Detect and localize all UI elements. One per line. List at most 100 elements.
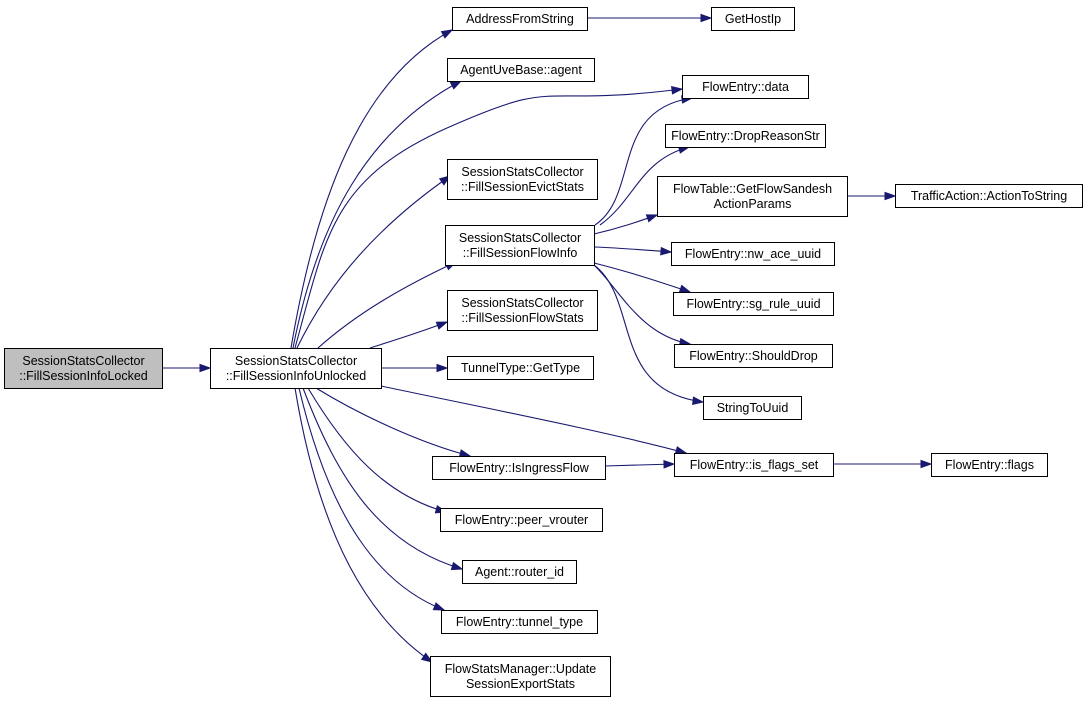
call-edge [369,321,449,349]
function-node-box [682,75,809,99]
call-edge [290,29,454,349]
function-node-box [673,292,834,316]
call-edge-arrowhead [458,449,472,458]
call-edge-arrowhead [692,396,705,405]
function-node-label: FlowEntry::data [702,80,789,94]
function-node[interactable]: FlowEntry::DropReasonStr [665,124,826,148]
function-node-label: FlowStatsManager::Update [445,662,597,676]
function-node[interactable]: FlowEntry::nw_ace_uuid [671,242,835,266]
function-node-label: ::FillSessionInfoUnlocked [226,369,366,383]
function-node[interactable]: SessionStatsCollector::FillSessionInfoUn… [210,348,382,389]
call-edge-line [294,88,683,349]
call-edge [298,387,446,611]
function-node-box [674,344,833,368]
call-edge-line [315,387,471,457]
function-node-label: FlowEntry::nw_ace_uuid [685,247,821,261]
call-edge-line [604,463,675,467]
function-node[interactable]: AgentUveBase::agent [447,58,595,82]
call-edge-arrowhead [671,86,684,95]
function-node: SessionStatsCollector::FillSessionInfoLo… [4,348,163,389]
function-node[interactable]: SessionStatsCollector::FillSessionFlowSt… [447,290,598,331]
function-node[interactable]: SessionStatsCollector::FillSessionEvictS… [447,159,598,200]
function-node[interactable]: FlowEntry::ShouldDrop [674,344,833,368]
function-node[interactable]: FlowEntry::IsIngressFlow [432,456,606,480]
function-node-box [210,348,382,389]
function-node[interactable]: AddressFromString [452,7,588,31]
function-node[interactable]: FlowEntry::is_flags_set [674,453,834,477]
function-node-label: SessionStatsCollector [459,231,581,245]
call-edge-line [302,387,463,570]
function-node-label: SessionExportStats [466,677,575,691]
function-node[interactable]: FlowEntry::peer_vrouter [440,508,603,532]
nodes-layer: SessionStatsCollector::FillSessionInfoLo… [4,7,1083,697]
call-edge-arrowhead [435,321,449,330]
function-node-label: FlowEntry::DropReasonStr [671,129,820,143]
call-edge-line [593,264,691,345]
function-node[interactable]: FlowEntry::tunnel_type [441,610,598,634]
call-edge-arrowhead [440,29,454,39]
function-node-label: FlowEntry::tunnel_type [456,615,583,629]
root-node-box [4,348,163,389]
function-node-box [447,58,595,82]
call-edge [302,387,464,571]
function-node-label: SessionStatsCollector [461,296,583,310]
function-node-box [430,656,611,697]
function-node[interactable]: TrafficAction::ActionToString [895,184,1083,208]
function-node-label: FlowEntry::IsIngressFlow [449,461,590,475]
call-edge-line [296,175,451,349]
call-edge [315,387,472,458]
function-node-label: AgentUveBase::agent [460,63,582,77]
call-edge [593,214,659,235]
function-node-box [665,124,826,148]
function-node[interactable]: FlowEntry::sg_rule_uuid [673,292,834,316]
call-edge-arrowhead [660,246,673,256]
call-edge-arrowhead [678,284,692,293]
function-node-label: SessionStatsCollector [22,354,144,368]
function-node-label: FlowEntry::flags [945,458,1034,472]
call-edge [307,387,448,514]
call-edge [294,86,684,349]
edges-layer [162,13,933,663]
call-edge-line [599,146,690,226]
function-node-label: StringToUuid [717,401,789,415]
function-node[interactable]: Agent::router_id [462,560,577,584]
function-node[interactable]: FlowEntry::data [682,75,809,99]
call-edge-line [317,261,457,349]
function-node[interactable]: FlowStatsManager::UpdateSessionExportSta… [430,656,611,697]
function-node-box [711,7,795,31]
call-edge [162,363,212,373]
function-node-label: AddressFromString [466,12,574,26]
call-edge-arrowhead [420,652,434,663]
function-node-label: TunnelType::GetType [461,361,580,375]
call-edge-line [380,385,687,454]
function-node-label: FlowEntry::is_flags_set [690,458,819,472]
function-node-label: FlowEntry::peer_vrouter [455,513,588,527]
call-edge-arrowhead [920,459,933,469]
function-node-box [445,225,595,266]
call-edge [381,363,449,373]
function-node-box [452,7,588,31]
function-node[interactable]: FlowEntry::flags [931,453,1048,477]
call-edge-line [290,29,453,349]
function-node-label: ActionParams [714,197,792,211]
function-node-label: GetHostIp [725,12,781,26]
call-edge-arrowhead [436,363,449,373]
function-node[interactable]: SessionStatsCollector::FillSessionFlowIn… [445,225,595,266]
call-edge-line [294,387,433,663]
function-node-box [671,242,835,266]
call-edge-arrowhead [700,13,713,23]
function-node[interactable]: TunnelType::GetType [447,356,594,380]
function-node-box [703,396,802,420]
call-edge-line [593,262,691,293]
call-edge-arrowhead [645,214,659,223]
function-node-label: Agent::router_id [475,565,564,579]
function-node[interactable]: StringToUuid [703,396,802,420]
function-node-label: SessionStatsCollector [461,165,583,179]
call-edge-line [307,387,447,513]
function-node-label: FlowEntry::ShouldDrop [689,349,818,363]
call-edge [380,385,688,455]
function-node[interactable]: GetHostIp [711,7,795,31]
call-edge-arrowhead [884,191,897,201]
call-edge-line [292,80,462,349]
